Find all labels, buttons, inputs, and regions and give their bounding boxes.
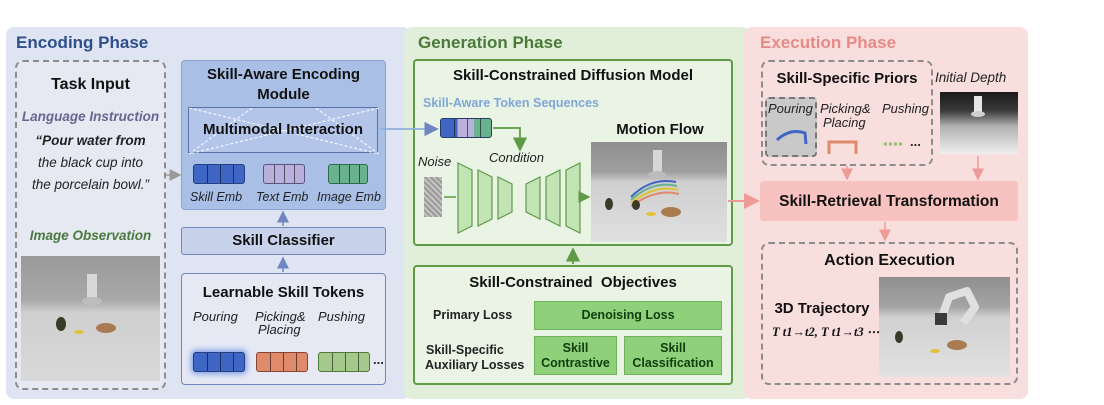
instruction-line-1: “Pour water from <box>35 133 146 148</box>
generation-phase-title: Generation Phase <box>418 33 563 52</box>
pushing-token <box>318 352 370 372</box>
depth-scene <box>971 96 985 117</box>
objectives-title: Skill-Constrained Objectives <box>469 274 677 291</box>
skill-classification-line1: Skill <box>660 340 686 355</box>
image-observation-label: Image Observation <box>29 228 152 243</box>
skill-classification-line2: Classification <box>632 355 714 370</box>
skill-emb-token <box>193 164 245 184</box>
prior-picking-label-1: Picking& <box>820 101 871 116</box>
token-label-picking-2: Placing <box>258 322 301 337</box>
depth-image <box>940 92 1018 154</box>
token-sequences-label: Skill-Aware Token Sequences <box>423 96 599 110</box>
pouring-prior-highlight <box>765 97 817 157</box>
diffusion-model-title: Skill-Constrained Diffusion Model <box>452 67 693 84</box>
action-execution-box <box>761 242 1018 385</box>
task-input-title: Task Input <box>51 76 130 93</box>
instruction-line-2: the black cup into <box>37 155 144 170</box>
encoding-module-title-2: Module <box>257 86 310 103</box>
retrieval-box <box>760 181 1018 221</box>
noise-label: Noise <box>418 154 452 169</box>
execution-scene <box>895 287 979 353</box>
encoding-module-title-1: Skill-Aware Encoding <box>206 66 361 83</box>
condition-label: Condition <box>489 150 544 165</box>
skill-tokens-title: Learnable Skill Tokens <box>202 284 365 301</box>
token-label-pouring: Pouring <box>193 309 238 324</box>
text-emb-label: Text Emb <box>256 190 309 204</box>
encoding-phase-title: Encoding Phase <box>16 33 149 52</box>
noise-patch <box>424 177 442 217</box>
priors-box <box>761 60 933 166</box>
aux-loss-label-1: Skill-Specific <box>426 343 504 357</box>
interaction-lines <box>189 108 379 154</box>
token-label-picking-1: Picking& <box>255 309 306 324</box>
priors-title: Skill-Specific Priors <box>776 70 918 87</box>
token-sequence <box>440 118 492 138</box>
retrieval-label: Skill-Retrieval Transformation <box>779 193 999 210</box>
picking-token <box>256 352 308 372</box>
skill-emb-label: Skill Emb <box>190 190 243 204</box>
initial-depth-label: Initial Depth <box>935 70 1007 85</box>
skill-contrastive-line1: Skill <box>562 340 589 355</box>
observation-scene <box>56 274 116 334</box>
prior-picking-label-2: Placing <box>823 115 866 130</box>
robot-base-shape <box>82 297 102 305</box>
skill-classification-box: Skill Classification <box>624 336 722 375</box>
image-emb-label: Image Emb <box>317 190 381 204</box>
motion-flow-image <box>591 142 727 242</box>
skill-contrastive-line2: Contrastive <box>541 355 610 370</box>
observation-image <box>21 256 160 381</box>
execution-image <box>879 277 1010 377</box>
skill-classifier-box <box>181 227 386 255</box>
action-execution-title: Action Execution <box>824 252 955 269</box>
pouring-token <box>193 352 245 372</box>
image-emb-token <box>328 164 368 184</box>
aux-loss-label-2: Auxiliary Losses <box>425 358 525 372</box>
text-emb-token <box>263 164 305 184</box>
token-label-pushing: Pushing <box>318 309 365 324</box>
motion-flow-label: Motion Flow <box>616 121 704 138</box>
prior-ellipsis: ... <box>910 134 921 149</box>
multimodal-interaction-label: Multimodal Interaction <box>202 121 363 138</box>
tokens-ellipsis: ... <box>373 352 384 367</box>
instruction-line-3: the porcelain bowl.” <box>31 177 150 192</box>
trajectory-formula: T t1→t2, T t1→t3 ⋯ <box>772 325 880 339</box>
trajectory-title: 3D Trajectory <box>774 300 870 317</box>
language-instruction-label: Language Instruction <box>21 109 160 124</box>
prior-pouring-label: Pouring <box>768 101 813 116</box>
motion-flow-scene <box>605 150 681 217</box>
banana-shape <box>74 330 84 334</box>
skill-classifier-label: Skill Classifier <box>232 232 335 249</box>
multimodal-interaction-box <box>188 107 379 154</box>
denoising-loss-box: Denoising Loss <box>534 301 722 330</box>
robot-arm-shape <box>87 274 97 300</box>
prior-pushing-label: Pushing <box>882 101 929 116</box>
execution-phase-title: Execution Phase <box>760 33 897 52</box>
black-cup-shape <box>56 317 66 331</box>
primary-loss-label: Primary Loss <box>433 308 513 322</box>
skill-contrastive-box: Skill Contrastive <box>534 336 617 375</box>
bowl-shape <box>96 323 116 333</box>
